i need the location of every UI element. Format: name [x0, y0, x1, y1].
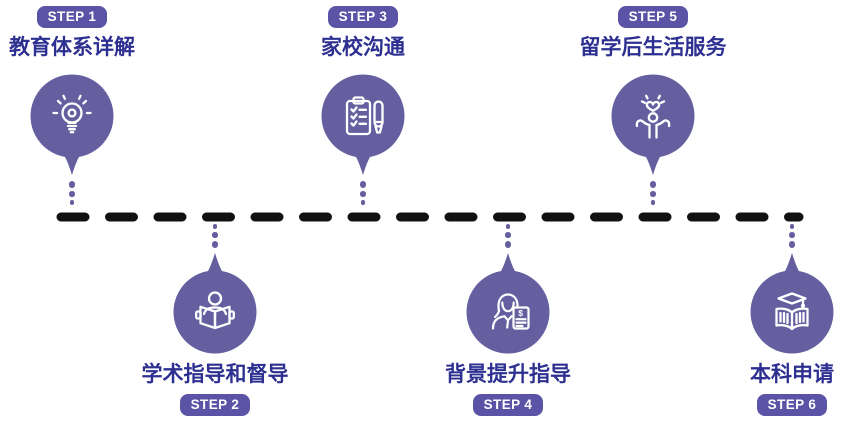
step-5-node — [605, 74, 701, 178]
connector-dot — [505, 232, 511, 238]
cheering-person-heart-icon — [635, 94, 671, 139]
connector-dot — [69, 191, 75, 197]
connector-dots — [211, 224, 219, 248]
svg-text:$: $ — [518, 308, 523, 318]
connector-dot — [69, 200, 75, 205]
lightbulb-icon — [52, 94, 92, 134]
connector-dots — [788, 224, 796, 248]
step-1-title: 教育体系详解 — [9, 36, 135, 59]
connector-dot — [211, 241, 219, 248]
connector-dot — [68, 181, 76, 188]
step-4: $ 背景提升指导 STEP 4 — [413, 224, 603, 416]
step-1: STEP 1 教育体系详解 — [0, 6, 167, 205]
open-book-graduation-cap-icon — [775, 291, 809, 330]
step-6-badge: STEP 6 — [756, 393, 828, 416]
step-3-badge: STEP 3 — [327, 6, 399, 28]
connector-dot — [505, 224, 511, 229]
step-6: 本科申请 STEP 6 — [697, 224, 845, 416]
consultant-document-icon: $ — [491, 292, 530, 330]
step-1-badge: STEP 1 — [36, 6, 108, 28]
step-4-badge: STEP 4 — [472, 393, 544, 416]
step-4-title: 背景提升指导 — [445, 362, 571, 386]
connector-dot — [504, 241, 512, 248]
step-3-node — [315, 74, 411, 178]
step-6-title: 本科申请 — [750, 362, 834, 386]
step-3: STEP 3 家校沟通 — [268, 6, 458, 205]
connector-dot — [649, 181, 657, 188]
step-2: 学术指导和督导 STEP 2 — [120, 224, 310, 416]
connector-dot — [650, 200, 656, 205]
step-4-node: $ — [460, 250, 556, 354]
step-5-badge: STEP 5 — [617, 6, 689, 28]
step-1-node — [24, 74, 120, 178]
step-6-node — [744, 250, 840, 354]
reading-person-icon — [195, 290, 235, 329]
node-bubble — [611, 74, 695, 175]
connector-dot — [359, 181, 367, 188]
step-2-badge: STEP 2 — [179, 393, 251, 416]
connector-dot — [650, 191, 656, 197]
step-3-title: 家校沟通 — [321, 36, 405, 59]
connector-dot — [212, 224, 218, 229]
connector-dot — [788, 241, 796, 248]
step-2-title: 学术指导和督导 — [141, 362, 289, 386]
connector-dot — [360, 191, 366, 197]
step-5-title: 留学后生活服务 — [579, 36, 727, 59]
step-2-node — [167, 250, 263, 354]
connector-dot — [789, 224, 795, 229]
connector-dot — [360, 200, 366, 205]
connector-dot — [789, 232, 795, 238]
checklist-pen-icon — [345, 96, 384, 136]
connector-dots — [504, 224, 512, 248]
connector-dot — [212, 232, 218, 238]
step-5: STEP 5 留学后生活服务 — [558, 6, 748, 205]
connector-dots — [649, 181, 657, 205]
connector-dots — [359, 181, 367, 205]
timeline-dashed-line — [56, 212, 804, 222]
connector-dots — [68, 181, 76, 205]
